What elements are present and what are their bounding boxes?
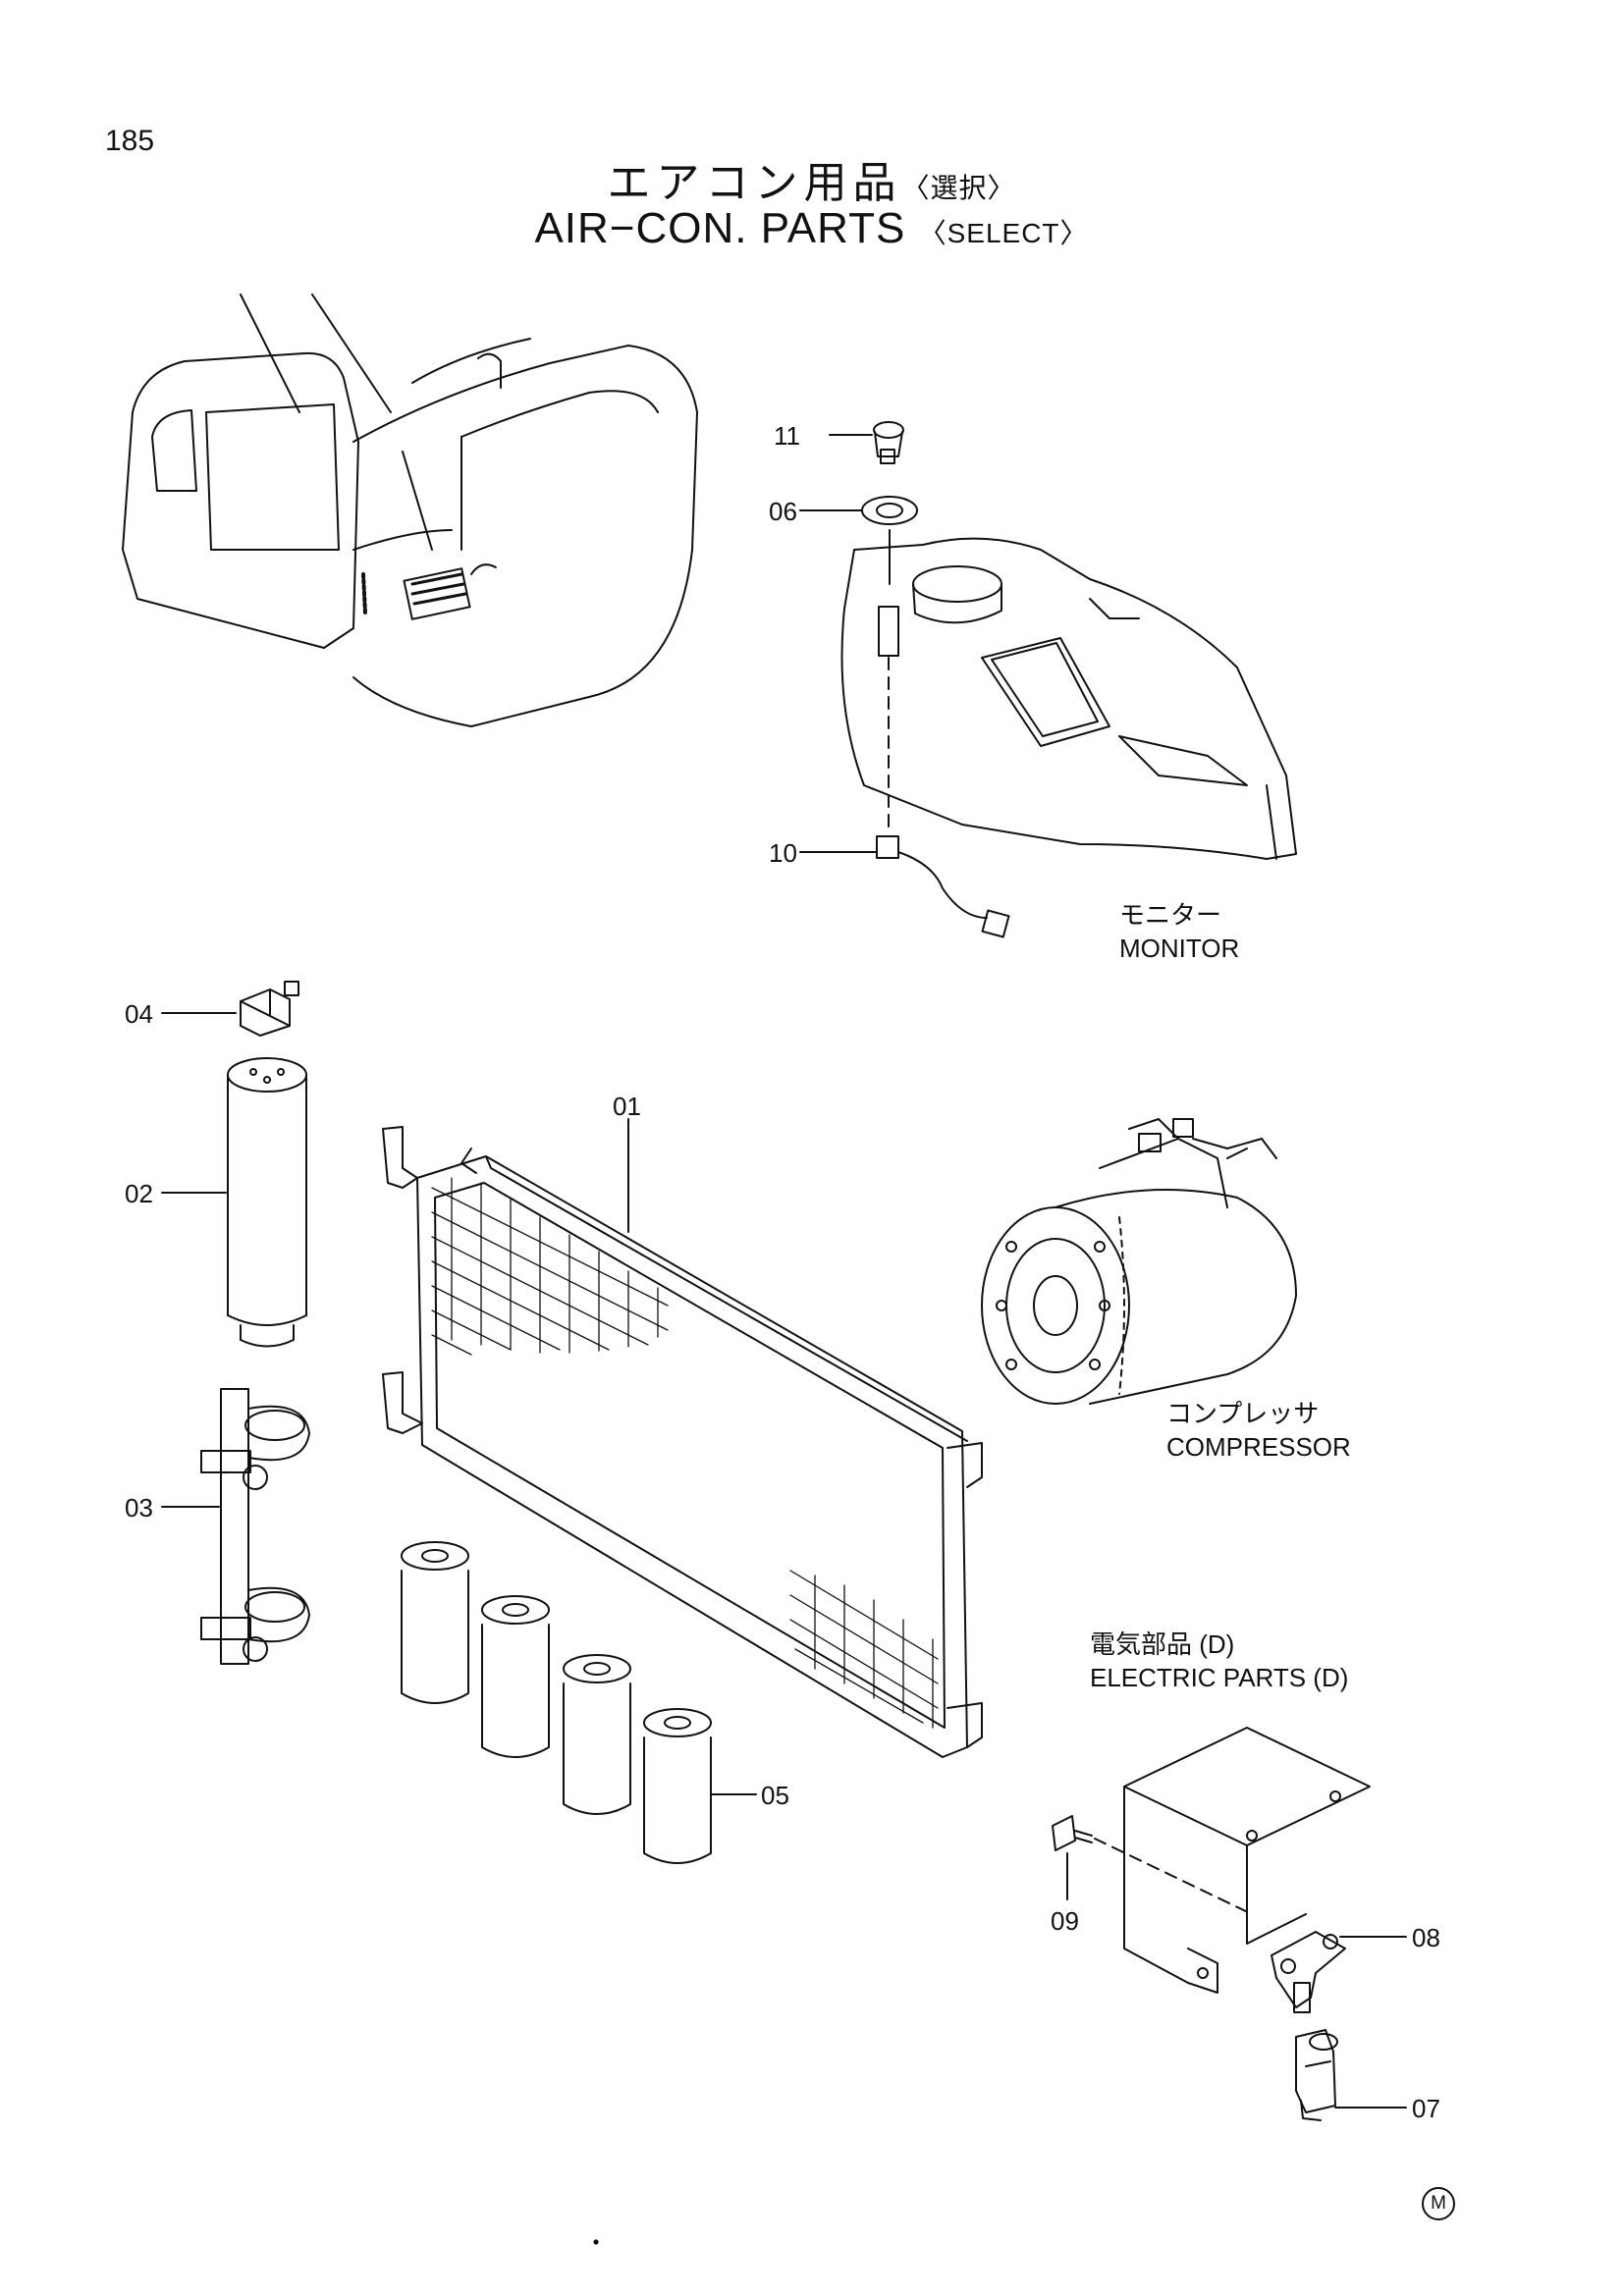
electric-parts-bracket-drawing	[1123, 1727, 1371, 1994]
callout-05: 05	[761, 1781, 789, 1810]
electric-parts-caption-jp: 電気部品 (D)	[1090, 1629, 1235, 1659]
title-english: AIR−CON. PARTS 〈SELECT〉	[0, 204, 1623, 253]
compressor-caption: コンプレッサ COMPRESSOR	[1166, 1397, 1351, 1464]
part-06-drawing	[861, 496, 918, 525]
part-04-drawing	[240, 981, 299, 1037]
callout-11: 11	[774, 421, 800, 451]
callout-04: 04	[125, 999, 153, 1029]
compressor-drawing	[981, 1118, 1297, 1405]
part-07-drawing	[1295, 2029, 1338, 2121]
circled-m-mark: M	[1422, 2187, 1455, 2220]
excavator-illustration	[122, 294, 698, 727]
callout-07: 07	[1412, 2094, 1440, 2123]
callout-03: 03	[125, 1493, 153, 1522]
callout-08: 08	[1412, 1923, 1440, 1952]
title-japanese: エアコン用品〈選択〉	[0, 147, 1623, 210]
compressor-caption-jp: コンプレッサ	[1166, 1399, 1320, 1428]
print-dot	[593, 2239, 599, 2245]
callout-02: 02	[125, 1179, 153, 1208]
callout-06: 06	[769, 497, 797, 526]
callout-01: 01	[613, 1092, 641, 1121]
title-en-main: AIR−CON. PARTS	[534, 204, 906, 252]
monitor-caption-jp: モニター	[1119, 900, 1222, 930]
callout-09: 09	[1051, 1906, 1079, 1936]
monitor-caption-en: MONITOR	[1119, 934, 1240, 963]
title-jp-main: エアコン用品	[607, 159, 902, 207]
part-08-drawing	[1271, 1931, 1346, 2013]
title-jp-sub: 〈選択〉	[901, 173, 1016, 203]
part-01-condenser-drawing	[382, 1126, 983, 1758]
callout-10: 10	[769, 838, 797, 868]
part-05-bottles-drawing	[401, 1541, 712, 1864]
condenser-mesh-upper	[431, 1177, 669, 1356]
electric-parts-caption-en: ELECTRIC PARTS (D)	[1090, 1663, 1349, 1692]
part-09-dashed-guide	[1094, 1838, 1253, 1915]
part-11-drawing	[873, 421, 904, 464]
condenser-mesh-lower	[789, 1570, 939, 1729]
title-en-sub: 〈SELECT〉	[918, 218, 1089, 248]
electric-parts-caption: 電気部品 (D) ELECTRIC PARTS (D)	[1090, 1628, 1348, 1694]
part-02-drawing	[227, 1057, 307, 1348]
monitor-housing-drawing	[840, 537, 1297, 860]
monitor-caption: モニター MONITOR	[1119, 898, 1239, 965]
page-number: 185	[105, 125, 155, 157]
compressor-caption-en: COMPRESSOR	[1166, 1432, 1351, 1462]
part-10-drawing	[876, 835, 1010, 938]
part-03-drawing	[200, 1388, 310, 1665]
part-09-drawing	[1052, 1815, 1093, 1851]
